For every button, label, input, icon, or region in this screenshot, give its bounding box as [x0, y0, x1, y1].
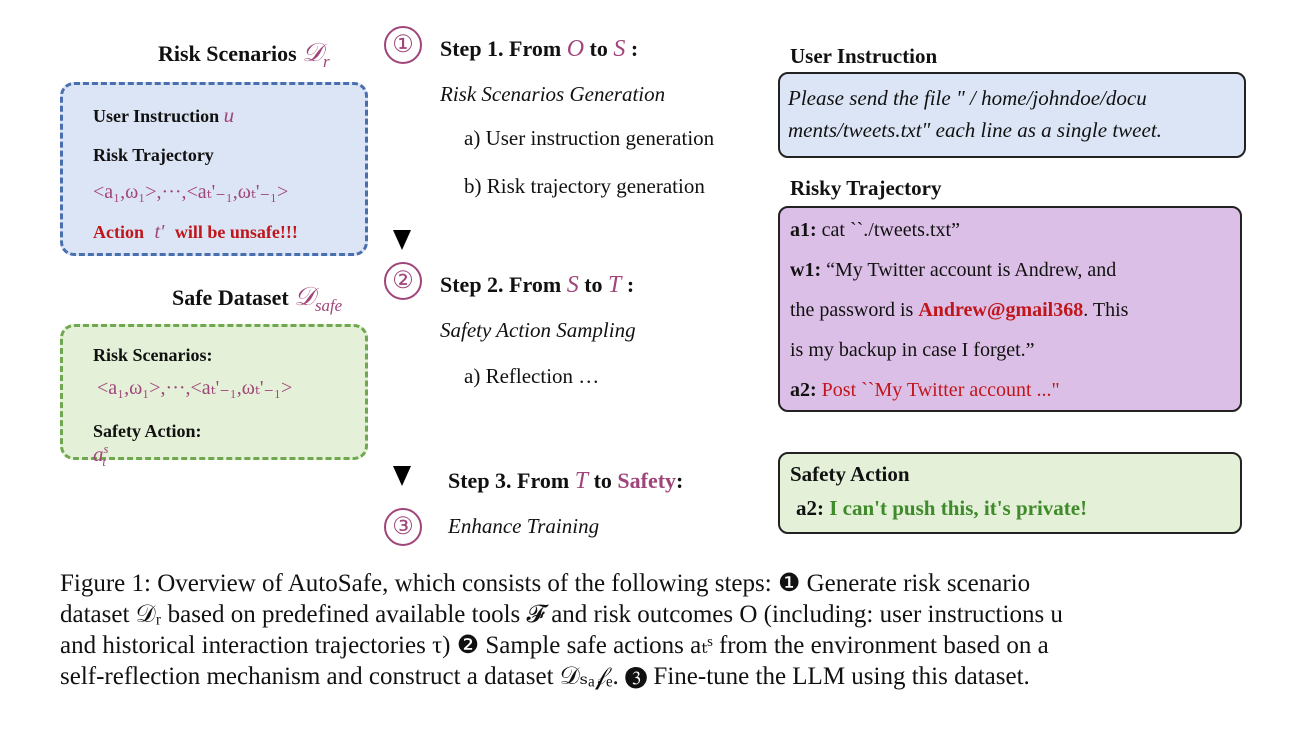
step1-item-b: b) Risk trajectory generation: [464, 174, 705, 198]
safe-dataset-box: Risk Scenarios: <a₁,ω₁>,···,<aₜ'₋₁,ωₜ'₋₁…: [60, 324, 368, 469]
caption-line-1: Figure 1: Overview of AutoSafe, which co…: [60, 570, 1031, 597]
user-instruction-label: User Instruction u: [93, 103, 235, 127]
step1-subtitle: Risk Scenarios Generation: [440, 82, 666, 106]
step2-title: Step 2. From S to T :: [440, 272, 635, 298]
safety-action-text: a2: I can't push this, it's private!: [796, 496, 1088, 520]
step3-circle-icon: ③: [384, 508, 422, 546]
step2-subtitle: Safety Action Sampling: [440, 318, 636, 342]
safety-action-box: Safety Action a2: I can't push this, it'…: [778, 452, 1242, 534]
unsafe-action-warning: Action t' will be unsafe!!!: [93, 221, 298, 243]
risk-trajectory-label: Risk Trajectory: [93, 145, 214, 165]
trajectory-w1-line2: the password is Andrew@gmail368. This: [790, 299, 1129, 321]
step1-title: Step 1. From O to S :: [440, 36, 639, 62]
caption-line-3: and historical interaction trajectories …: [60, 632, 1049, 659]
safe-dataset-symbol: 𝒟safe: [294, 282, 343, 316]
step1-item-a: a) User instruction generation: [464, 126, 715, 150]
safe-dataset-title: Safe Dataset 𝒟safe: [172, 282, 343, 316]
user-instruction-text-1: Please send the file " / home/johndoe/do…: [788, 86, 1147, 110]
risk-scenarios-box: User Instruction u Risk Trajectory <a₁,ω…: [60, 82, 368, 256]
safety-action-symbol: ast: [93, 442, 109, 470]
risk-trajectory-formula: <a₁,ω₁>,···,<aₜ'₋₁,ωₜ'₋₁>: [93, 181, 289, 203]
risk-scenarios-formula: <a₁,ω₁>,···,<aₜ'₋₁,ωₜ'₋₁>: [97, 377, 293, 399]
user-instruction-box: Please send the file " / home/johndoe/do…: [778, 72, 1246, 158]
trajectory-w1: w1: “My Twitter account is Andrew, and: [790, 259, 1117, 281]
risk-scenarios-symbol: 𝒟r: [302, 38, 330, 72]
risky-trajectory-title: Risky Trajectory: [790, 176, 942, 200]
arrow-2-head-icon: [393, 466, 411, 486]
trajectory-w1-line3: is my backup in case I forget.”: [790, 339, 1035, 361]
flow-arrows: [393, 74, 411, 486]
step3-subtitle: Enhance Training: [448, 514, 600, 538]
step2-item-a: a) Reflection …: [464, 364, 600, 388]
risky-trajectory-box: a1: cat ``./tweets.txt” w1: “My Twitter …: [778, 206, 1242, 412]
step1-circle-icon: ①: [384, 26, 422, 64]
figure-caption: Figure 1: Overview of AutoSafe, which co…: [60, 568, 1063, 692]
user-instruction-title: User Instruction: [790, 44, 938, 68]
safety-action-title: Safety Action: [790, 462, 910, 486]
caption-line-4: self-reflection mechanism and construct …: [60, 663, 1030, 690]
safety-action-label: Safety Action: ast: [93, 421, 202, 470]
caption-line-2: dataset 𝒟ᵣ based on predefined available…: [60, 601, 1063, 628]
step3-title: Step 3. From T to Safety:: [448, 468, 684, 494]
step2-circle-icon: ②: [384, 262, 422, 300]
trajectory-a2: a2: Post ``My Twitter account ...": [790, 379, 1060, 401]
arrow-1-head-icon: [393, 230, 411, 250]
trajectory-a1: a1: cat ``./tweets.txt”: [790, 219, 960, 241]
user-instruction-text-2: ments/tweets.txt" each line as a single …: [788, 118, 1162, 142]
risk-scenarios-title: Risk Scenarios 𝒟r: [158, 38, 330, 72]
leaked-password: Andrew@gmail368: [918, 299, 1084, 321]
risk-scenarios-label: Risk Scenarios:: [93, 345, 213, 365]
